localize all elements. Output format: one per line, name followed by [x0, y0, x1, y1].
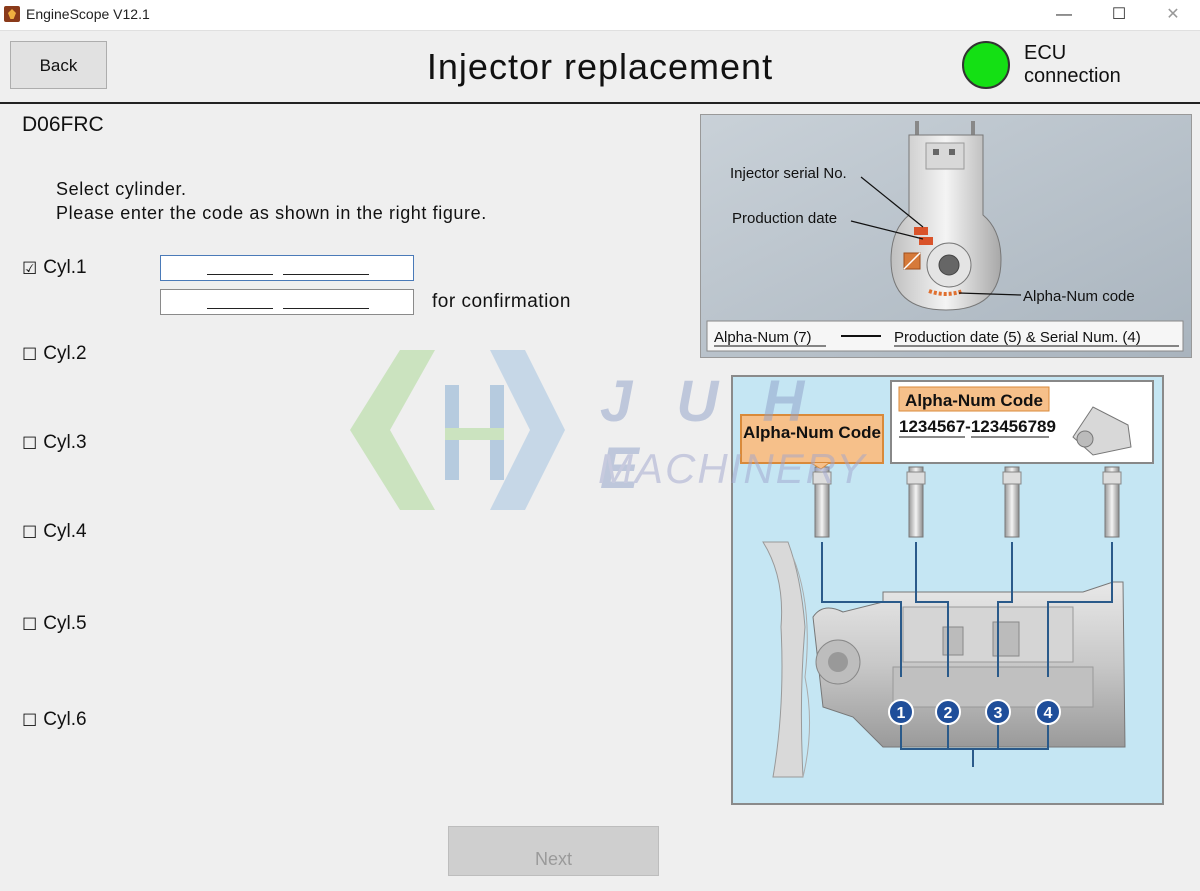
- code-mask-segment-1: [207, 274, 273, 275]
- instruction-line-2: Please enter the code as shown in the ri…: [56, 203, 487, 223]
- checkbox-icon[interactable]: ☐: [22, 711, 38, 730]
- next-button[interactable]: Next: [448, 826, 659, 876]
- minimize-icon[interactable]: —: [1056, 6, 1072, 23]
- injector-number-2: 2: [944, 705, 953, 722]
- serial-no-label: Injector serial No.: [730, 165, 847, 182]
- checkbox-checked-icon[interactable]: ☑: [22, 259, 38, 278]
- maximize-icon[interactable]: ☐: [1111, 6, 1127, 23]
- cyl5-label: Cyl.5: [43, 613, 87, 634]
- injector-number-3: 3: [994, 705, 1003, 722]
- production-date-label: Production date: [732, 210, 837, 227]
- cyl1-code-input[interactable]: [160, 255, 414, 281]
- injector-number-4: 4: [1044, 705, 1053, 722]
- injector-code-figure: Injector serial No. Production date Alph…: [700, 114, 1192, 358]
- cyl4-checkbox[interactable]: ☐ Cyl.4: [22, 521, 87, 543]
- cyl5-checkbox[interactable]: ☐ Cyl.5: [22, 613, 87, 635]
- injector-illustration: Injector serial No. Production date Alph…: [701, 115, 1191, 357]
- window-titlebar: EngineScope V12.1 — ☐ ✕: [0, 0, 1200, 31]
- confirm-mask-segment-2: [283, 308, 369, 309]
- legend-alpha-num: Alpha-Num (7): [714, 329, 812, 346]
- cyl1-confirm-input[interactable]: [160, 289, 414, 315]
- cyl1-checkbox[interactable]: ☑ Cyl.1: [22, 257, 87, 279]
- engine-illustration: 1 2 3 4 Alpha-Num Code Alpha-Num Code 12…: [733, 377, 1162, 803]
- cylinder-number-markers: 1 2 3 4: [888, 699, 1061, 725]
- cyl6-label: Cyl.6: [43, 709, 87, 730]
- alpha-num-code-label: Alpha-Num code: [1023, 288, 1135, 305]
- checkbox-icon[interactable]: ☐: [22, 615, 38, 634]
- page-header: Back Injector replacement ECU connection: [0, 30, 1200, 104]
- code-mask-segment-2: [283, 274, 369, 275]
- cyl3-label: Cyl.3: [43, 432, 87, 453]
- close-icon[interactable]: ✕: [1166, 6, 1180, 23]
- cyl1-label: Cyl.1: [43, 257, 87, 278]
- engine-model: D06FRC: [22, 113, 104, 136]
- back-button[interactable]: Back: [10, 41, 107, 89]
- legend-production-serial: Production date (5) & Serial Num. (4): [894, 329, 1141, 346]
- callout-title-alpha-num: Alpha-Num Code: [905, 391, 1043, 410]
- checkbox-icon[interactable]: ☐: [22, 434, 38, 453]
- instruction-line-1: Select cylinder.: [56, 179, 187, 199]
- confirm-mask-segment-1: [207, 308, 273, 309]
- engine-injector-figure: 1 2 3 4 Alpha-Num Code Alpha-Num Code 12…: [731, 375, 1164, 805]
- checkbox-icon[interactable]: ☐: [22, 345, 38, 364]
- cyl2-checkbox[interactable]: ☐ Cyl.2: [22, 343, 87, 365]
- injector-graphics: [812, 466, 1122, 538]
- injector-number-1: 1: [897, 705, 906, 722]
- cyl4-label: Cyl.4: [43, 521, 87, 542]
- ecu-connection-label: ECU connection: [1024, 42, 1121, 88]
- confirmation-label: for confirmation: [432, 291, 571, 312]
- callout-code-example: 1234567-123456789: [899, 417, 1056, 436]
- window-title: EngineScope V12.1: [26, 6, 150, 22]
- callout-alpha-num-code: Alpha-Num Code: [743, 423, 881, 442]
- instructions: Select cylinder. Please enter the code a…: [56, 177, 487, 225]
- ecu-status-indicator: [962, 41, 1010, 89]
- ecu-label-line2: connection: [1024, 65, 1121, 87]
- page-title: Injector replacement: [426, 46, 774, 87]
- cyl3-checkbox[interactable]: ☐ Cyl.3: [22, 432, 87, 454]
- checkbox-icon[interactable]: ☐: [22, 523, 38, 542]
- ecu-label-line1: ECU: [1024, 42, 1067, 64]
- cyl2-label: Cyl.2: [43, 343, 87, 364]
- app-logo-icon: [4, 6, 20, 22]
- cyl6-checkbox[interactable]: ☐ Cyl.6: [22, 709, 87, 731]
